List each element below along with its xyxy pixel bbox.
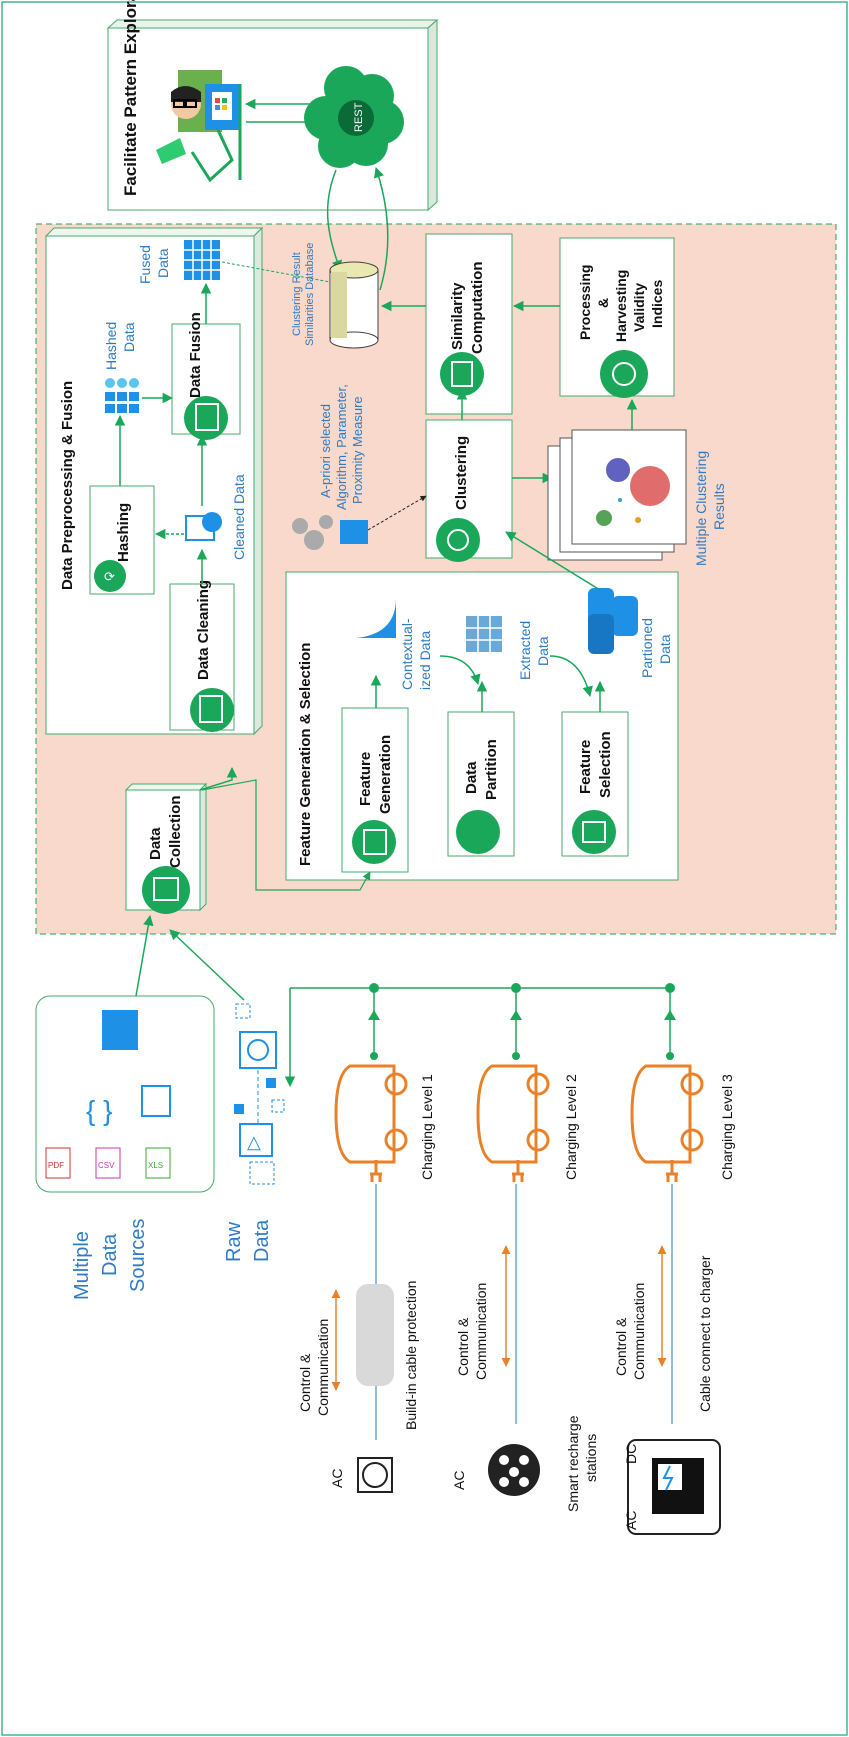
validity-icon: [600, 350, 648, 398]
cable-connect-label: Cable connect to charger: [697, 1255, 713, 1412]
data-sources-box: [35, 995, 215, 1193]
charging-level-1: Charging Level 1: [419, 1074, 435, 1180]
hashing-label: Hashing: [115, 503, 132, 562]
image-file-icon: [102, 1010, 138, 1050]
raw-data-icon: △: [234, 1003, 285, 1185]
rest-label: REST: [353, 102, 365, 132]
ac-label-3: AC: [623, 1511, 639, 1530]
gears-icon: [292, 515, 368, 550]
data-cleaning-label: Data Cleaning: [195, 580, 212, 680]
rest-cloud-icon: REST: [304, 66, 404, 168]
extracted-data-icon: [466, 616, 502, 652]
dc-label: DC: [623, 1444, 639, 1464]
data-fusion-icon: [184, 396, 228, 440]
feature-selection-icon: [572, 810, 616, 854]
svg-text:△: △: [247, 1132, 261, 1152]
data-partition-icon: [456, 810, 500, 854]
data-cleaning-icon: [190, 688, 234, 732]
ac-label-2: AC: [451, 1471, 467, 1490]
feature-title: Feature Generation & Selection: [297, 643, 314, 866]
doc-db-icon: [141, 1085, 171, 1117]
pdf-icon: [45, 1147, 71, 1179]
exploration-title: Facilitate Pattern Exploration: [121, 0, 140, 196]
csv-icon: [95, 1147, 121, 1179]
type2-plug-icon: [488, 1444, 540, 1496]
cleaned-data-icon: [185, 512, 222, 541]
svg-text:⟳: ⟳: [104, 569, 115, 584]
charging-level-2: Charging Level 2: [563, 1074, 579, 1180]
contextualized-label: Contextual-ized Data: [399, 618, 433, 690]
exploration-panel: Facilitate Pattern Exploration: [106, 0, 439, 212]
svg-text:XLS: XLS: [148, 1161, 163, 1170]
car-icon-2: [476, 1064, 550, 1182]
apriori-label: A-priori selectedAlgorithm, Parameter,Pr…: [318, 384, 365, 510]
clustering-results-icon: [547, 429, 687, 561]
person-icon: [156, 70, 242, 183]
partioned-data-icon: [588, 588, 638, 654]
hashed-data-icon: [105, 378, 139, 413]
cable-protection-box: [356, 1284, 394, 1386]
feature-generation-icon: [352, 820, 396, 864]
ac-label-1: AC: [329, 1469, 345, 1488]
control-comm-3: Control &Communication: [613, 1283, 647, 1380]
contextualized-data-icon: [356, 598, 396, 638]
clustering-label: Clustering: [453, 436, 470, 510]
similarity-icon: [440, 352, 484, 396]
charging-level-3: Charging Level 3: [719, 1074, 735, 1180]
control-comm-1: Control &Communication: [297, 1319, 331, 1416]
cable-protection-label: Build-in cable protection: [403, 1281, 419, 1430]
data-collection-icon: [142, 866, 190, 914]
preprocessing-panel: Data Preprocessing & Fusion Hashing ⟳ Da…: [44, 226, 264, 736]
preprocessing-title: Data Preprocessing & Fusion: [59, 381, 76, 590]
control-comm-2: Control &Communication: [455, 1283, 489, 1380]
dc-station-icon: [627, 1439, 721, 1535]
json-icon: { }: [86, 1095, 112, 1126]
sources-icons: { } PDF CSV XLS: [45, 1010, 171, 1179]
clustering-icon: [436, 518, 480, 562]
database-icon: [329, 261, 379, 349]
svg-text:PDF: PDF: [48, 1161, 64, 1170]
database-label: Clustering ResultSimilarities Database: [291, 243, 316, 346]
svg-text:CSV: CSV: [98, 1161, 115, 1170]
cleaned-data-label: Cleaned Data: [231, 474, 247, 560]
data-fusion-label: Data Fusion: [187, 312, 204, 398]
fused-data-icon: [184, 240, 220, 280]
hashing-icon: [94, 560, 126, 592]
car-icon-3: [630, 1064, 704, 1182]
car-icon-1: [334, 1064, 408, 1182]
xls-icon: [145, 1147, 171, 1179]
